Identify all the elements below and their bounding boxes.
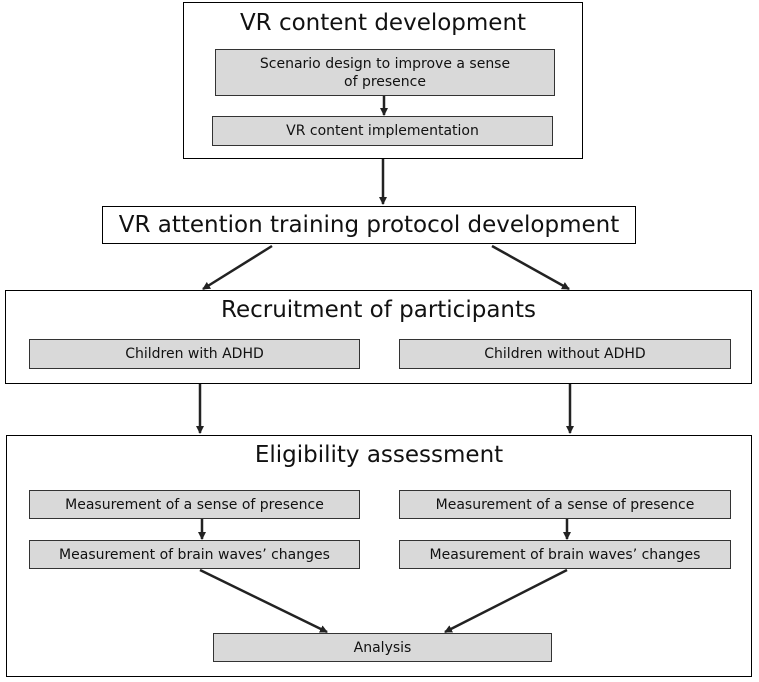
right-presence-measurement-box: Measurement of a sense of presence [399,490,731,519]
arrow-left-to-analysis [199,568,328,634]
vr-content-implementation-box: VR content implementation [212,116,553,146]
vr-content-development-title: VR content development [239,10,527,36]
recruitment-title: Recruitment of participants [221,297,536,323]
protocol-development-title: VR attention training protocol developme… [118,212,620,238]
scenario-design-box: Scenario design to improve a sense of pr… [215,49,555,96]
arrow-protocol-to-right [491,244,570,291]
children-without-adhd-box: Children without ADHD [399,339,731,369]
left-presence-measurement-box: Measurement of a sense of presence [29,490,360,519]
left-brain-waves-box: Measurement of brain waves’ changes [29,540,360,569]
analysis-box: Analysis [213,633,552,662]
arrow-right-to-analysis [444,568,568,634]
right-brain-waves-box: Measurement of brain waves’ changes [399,540,731,569]
arrow-protocol-to-left [202,244,273,291]
eligibility-title: Eligibility assessment [254,442,504,468]
children-with-adhd-box: Children with ADHD [29,339,360,369]
protocol-development-box: VR attention training protocol developme… [102,206,636,244]
